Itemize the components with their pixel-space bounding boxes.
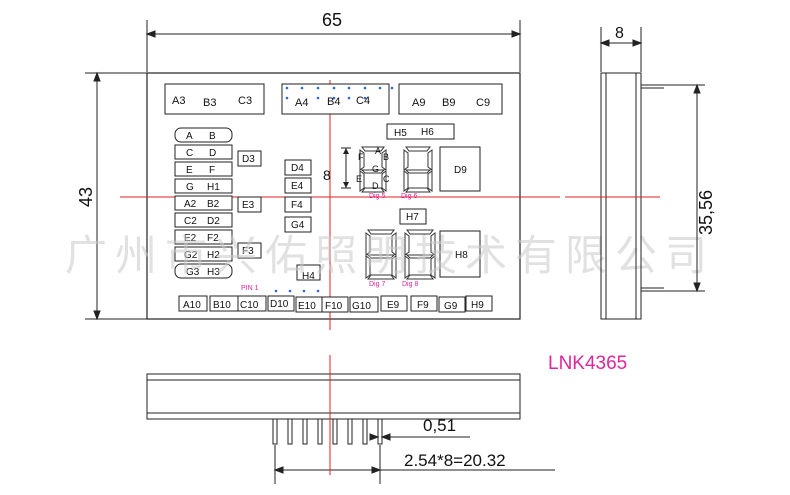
list-1-a: C: [186, 148, 193, 159]
digit-7: [365, 229, 397, 280]
list-2-a: E: [186, 165, 193, 176]
label-g4: G4: [291, 220, 305, 231]
model-label: LNK4365: [548, 353, 627, 374]
seg-letter-b: B: [383, 152, 389, 162]
bottom-e9: E9: [387, 300, 400, 311]
bottom-view: [146, 373, 555, 484]
list-6-a: E2: [184, 233, 197, 244]
pin1-label: PIN 1: [241, 285, 259, 292]
list-3-a: G: [186, 182, 194, 193]
bottom-e10: E10: [298, 301, 316, 312]
dig6-label: Dig 6: [401, 193, 417, 200]
seg-letter-f: F: [358, 152, 364, 162]
list-6-b: F2: [207, 233, 219, 244]
top-label-a9: A9: [412, 97, 425, 109]
seg-letter-d: D: [372, 181, 379, 191]
digit-6: [403, 146, 433, 193]
blue-dots: [274, 86, 394, 293]
pitch-label: 2.54*8=20.32: [404, 451, 506, 470]
depth-label: 8: [615, 25, 624, 42]
bottom-f9: F9: [417, 300, 429, 311]
label-h5: H5: [394, 128, 407, 139]
label-d9: D9: [454, 165, 467, 176]
bottom-h9: H9: [471, 300, 484, 311]
list-7-b: H2: [207, 250, 220, 261]
bottom-b10: B10: [213, 300, 231, 311]
seg-letter-g: G: [372, 164, 379, 174]
digit-8: [404, 229, 436, 280]
list-3-b: H1: [207, 182, 220, 193]
pin-width-label: 0,51: [423, 416, 456, 435]
height-dimension: [85, 71, 147, 321]
label-e3: E3: [242, 200, 255, 211]
top-label-c9: C9: [476, 97, 490, 109]
top-label-b9: B9: [442, 97, 455, 109]
label-h6: H6: [421, 127, 434, 138]
label-d4: D4: [291, 163, 304, 174]
label-h7: H7: [406, 212, 419, 223]
list-2-b: F: [209, 165, 215, 176]
width-dimension: [145, 20, 522, 72]
list-1-b: D: [209, 148, 216, 159]
list-4-a: A2: [184, 199, 197, 210]
top-label-c3: C3: [238, 95, 252, 107]
top-label-b3: B3: [203, 97, 216, 109]
list-4-b: B2: [207, 199, 220, 210]
dig5-label: Dig 5: [369, 193, 385, 200]
label-e4: E4: [291, 181, 304, 192]
watermark: 广州市兴佑照明技术有限公司: [65, 231, 715, 280]
bottom-a10: A10: [183, 300, 201, 311]
top-label-a3: A3: [172, 95, 185, 107]
label-h8: H8: [455, 250, 468, 261]
label-f3: F3: [242, 246, 254, 257]
bottom-f10: F10: [325, 301, 343, 312]
top-label-b4: B4: [327, 96, 340, 108]
label-d3: D3: [242, 154, 255, 165]
list-0-a: A: [186, 131, 193, 142]
seg-letter-a: A: [375, 146, 381, 156]
label-h4: H4: [302, 271, 315, 282]
dig7-label: Dig 7: [369, 281, 385, 288]
seg-letter-e: E: [356, 174, 362, 184]
list-0-b: B: [209, 131, 216, 142]
left-list: [174, 127, 233, 279]
width-label: 65: [322, 10, 342, 30]
digit-5: [359, 146, 387, 193]
bottom-g9: G9: [444, 301, 458, 312]
list-7-a: G2: [184, 250, 198, 261]
list-8-b: H3: [207, 267, 220, 278]
dig8-label: Dig 8: [402, 281, 418, 288]
label-f4: F4: [291, 200, 303, 211]
top-label-c4: C4: [356, 95, 370, 107]
bottom-d10: D10: [270, 299, 289, 310]
bottom-g10: G10: [352, 301, 371, 312]
colon-eight-icon: 8: [323, 167, 331, 183]
pin-span-label: 35,56: [696, 190, 716, 235]
top-label-a4: A4: [295, 97, 308, 109]
bottom-c10: C10: [240, 300, 259, 311]
height-label: 43: [76, 187, 96, 207]
list-5-b: D2: [207, 216, 220, 227]
list-5-a: C2: [184, 216, 197, 227]
side-view: [599, 27, 705, 320]
bottom-row: [178, 295, 493, 313]
list-8-a: G3: [186, 267, 200, 278]
seg-letter-c: C: [383, 174, 390, 184]
